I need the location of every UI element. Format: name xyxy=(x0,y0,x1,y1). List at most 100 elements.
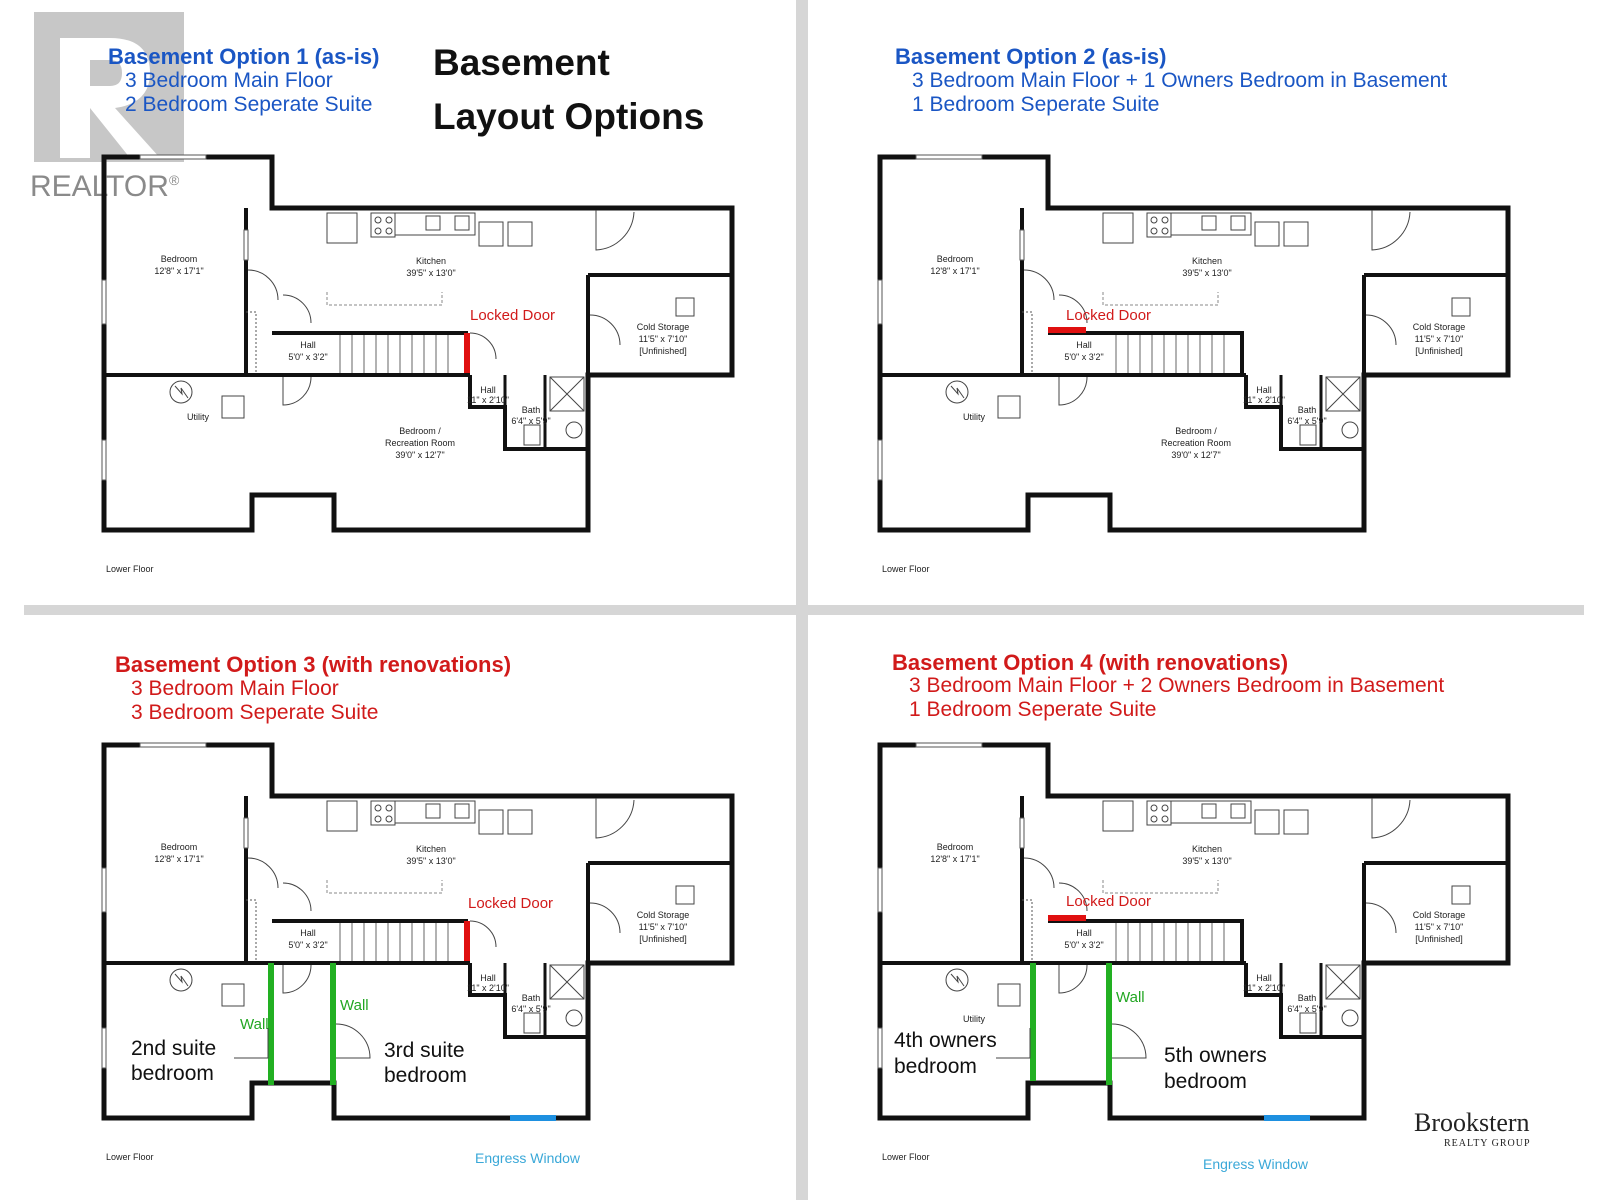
rec-room-dims: 39'0" x 12'7" xyxy=(1171,450,1220,460)
brokerage-logo: Brookstern xyxy=(1414,1108,1530,1137)
cold-storage-dims: 11'5" x 7'10" xyxy=(1415,922,1464,932)
kitchen-name: Kitchen xyxy=(416,844,446,854)
bedroom-dims: 12'8" x 17'1" xyxy=(154,266,203,276)
opt3-room-a-line-1: 2nd suite xyxy=(131,1037,216,1060)
rec-room-dims: 39'0" x 12'7" xyxy=(395,450,444,460)
hall-name: Hall xyxy=(1076,928,1092,938)
floor-label: Lower Floor xyxy=(882,1152,930,1162)
option-3-title: Basement Option 3 (with renovations) xyxy=(115,652,512,677)
bath-dims: 6'4" x 5'9" xyxy=(1287,1004,1326,1014)
option-1-line-1: 3 Bedroom Main Floor xyxy=(125,69,333,92)
small-hall-dims: 11" x 2'10" xyxy=(467,395,509,405)
egress-window-marker xyxy=(510,1115,556,1121)
floor-label: Lower Floor xyxy=(106,1152,154,1162)
hall-dims: 5'0" x 3'2" xyxy=(1064,352,1103,362)
opt3-room-b-line-1: 3rd suite xyxy=(384,1039,465,1062)
cold-storage-note: [Unfinished] xyxy=(639,934,687,944)
egress-window-marker xyxy=(1264,1115,1310,1121)
page-title: Basement Layout Options xyxy=(433,42,705,137)
bath-dims: 6'4" x 5'9" xyxy=(511,416,550,426)
utility-name: Utility xyxy=(963,1014,985,1024)
floor-plan-option-2: Locked Door Bedroom 12'8" x 17'1" Kitche… xyxy=(776,0,1556,600)
opt4-room-b-line-1: 5th owners xyxy=(1164,1044,1267,1067)
hall-dims: 5'0" x 3'2" xyxy=(288,940,327,950)
bath-name: Bath xyxy=(1298,993,1317,1003)
option-1-line-2: 2 Bedroom Seperate Suite xyxy=(125,93,373,116)
egress-window-label: Engress Window xyxy=(1203,1156,1309,1172)
small-hall-name: Hall xyxy=(1256,973,1272,983)
cold-storage-dims: 11'5" x 7'10" xyxy=(639,922,688,932)
locked-door-label: Locked Door xyxy=(1066,307,1151,324)
kitchen-dims: 39'5" x 13'0" xyxy=(406,856,455,866)
bath-name: Bath xyxy=(1298,405,1317,415)
option-2-title: Basement Option 2 (as-is) xyxy=(895,44,1167,69)
realtor-wordmark: REALTOR® xyxy=(30,170,180,203)
hall-dims: 5'0" x 3'2" xyxy=(1064,940,1103,950)
utility-name: Utility xyxy=(963,412,985,422)
wall-label-a: Wall xyxy=(240,1016,269,1033)
small-hall-dims: 11" x 2'10" xyxy=(1243,983,1285,993)
floor-label: Lower Floor xyxy=(882,564,930,574)
brokerage-subtitle: REALTY GROUP xyxy=(1444,1138,1531,1149)
kitchen-name: Kitchen xyxy=(1192,844,1222,854)
small-hall-dims: 11" x 2'10" xyxy=(1243,395,1285,405)
kitchen-name: Kitchen xyxy=(416,256,446,266)
floor-plan-option-1: Locked Door Bedroom 12'8" x 17'1" Kitche… xyxy=(0,0,780,600)
small-hall-name: Hall xyxy=(480,973,496,983)
option-2-line-1: 3 Bedroom Main Floor + 1 Owners Bedroom … xyxy=(912,69,1448,92)
hall-name: Hall xyxy=(300,928,316,938)
hall-dims: 5'0" x 3'2" xyxy=(288,352,327,362)
kitchen-dims: 39'5" x 13'0" xyxy=(1182,268,1231,278)
realtor-logo-icon xyxy=(34,12,184,162)
utility-name: Utility xyxy=(187,412,209,422)
opt3-room-b-line-2: bedroom xyxy=(384,1064,467,1087)
cold-storage-note: [Unfinished] xyxy=(1415,934,1463,944)
bath-name: Bath xyxy=(522,405,541,415)
locked-door-marker xyxy=(464,921,470,961)
bath-dims: 6'4" x 5'9" xyxy=(1287,416,1326,426)
small-hall-name: Hall xyxy=(480,385,496,395)
rec-room-name-1: Bedroom / xyxy=(399,426,441,436)
option-3-line-1: 3 Bedroom Main Floor xyxy=(131,677,339,700)
bedroom-dims: 12'8" x 17'1" xyxy=(154,854,203,864)
cold-storage-dims: 11'5" x 7'10" xyxy=(639,334,688,344)
small-hall-dims: 11" x 2'10" xyxy=(467,983,509,993)
option-1-title: Basement Option 1 (as-is) xyxy=(108,44,380,69)
opt4-room-a-line-2: bedroom xyxy=(894,1055,977,1078)
kitchen-name: Kitchen xyxy=(1192,256,1222,266)
locked-door-label: Locked Door xyxy=(1066,893,1151,910)
opt4-room-b-line-2: bedroom xyxy=(1164,1070,1247,1093)
option-2-line-2: 1 Bedroom Seperate Suite xyxy=(912,93,1160,116)
bedroom-name: Bedroom xyxy=(937,254,974,264)
hall-name: Hall xyxy=(300,340,316,350)
floor-plan-option-3: Locked Door Wall Wall Engress Window 2nd… xyxy=(0,588,780,1188)
locked-door-marker xyxy=(464,333,470,373)
floor-plan-option-4: Locked Door Wall Engress Window 4th owne… xyxy=(776,588,1556,1188)
wall-label-b: Wall xyxy=(340,997,369,1014)
cold-storage-note: [Unfinished] xyxy=(1415,346,1463,356)
opt4-room-a-line-1: 4th owners xyxy=(894,1029,997,1052)
horizontal-divider xyxy=(24,605,1584,615)
option-4-line-1: 3 Bedroom Main Floor + 2 Owners Bedroom … xyxy=(909,674,1445,697)
cold-storage-name: Cold Storage xyxy=(1413,322,1466,332)
wall-label-b: Wall xyxy=(1116,989,1145,1006)
cold-storage-note: [Unfinished] xyxy=(639,346,687,356)
cold-storage-dims: 11'5" x 7'10" xyxy=(1415,334,1464,344)
locked-door-marker xyxy=(1048,915,1086,921)
locked-door-marker xyxy=(1048,327,1086,333)
locked-door-label: Locked Door xyxy=(468,895,553,912)
cold-storage-name: Cold Storage xyxy=(637,910,690,920)
hall-name: Hall xyxy=(1076,340,1092,350)
rec-room-name-2: Recreation Room xyxy=(385,438,455,448)
cold-storage-name: Cold Storage xyxy=(637,322,690,332)
bedroom-name: Bedroom xyxy=(161,842,198,852)
small-hall-name: Hall xyxy=(1256,385,1272,395)
bedroom-dims: 12'8" x 17'1" xyxy=(930,266,979,276)
bedroom-dims: 12'8" x 17'1" xyxy=(930,854,979,864)
locked-door-label: Locked Door xyxy=(470,307,555,324)
new-wall-b xyxy=(330,963,336,1085)
bath-name: Bath xyxy=(522,993,541,1003)
option-4-line-2: 1 Bedroom Seperate Suite xyxy=(909,698,1157,721)
bedroom-name: Bedroom xyxy=(937,842,974,852)
egress-window-label: Engress Window xyxy=(475,1150,581,1166)
